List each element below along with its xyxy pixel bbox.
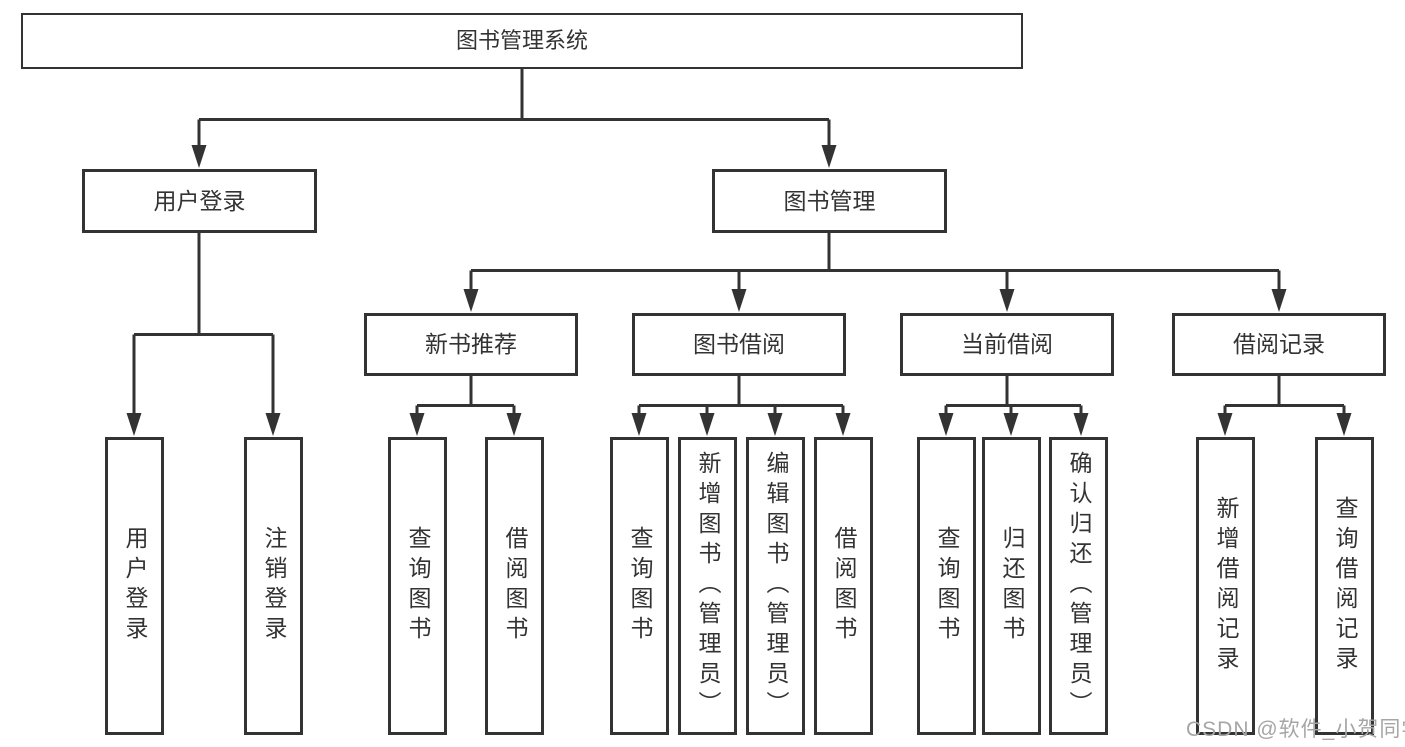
arrowhead [938, 413, 954, 436]
arrowhead [821, 145, 837, 168]
arrowhead [699, 413, 715, 436]
arrowhead [191, 145, 207, 168]
arrowhead [1336, 413, 1352, 436]
node-user-login: 用户登录 [82, 169, 317, 233]
leaf-borrow-books-borrowing: 借阅图书 [814, 437, 873, 735]
arrowhead [731, 289, 747, 312]
node-new-book-recommendation: 新书推荐 [364, 313, 578, 376]
node-book-management: 图书管理 [712, 169, 947, 233]
leaf-user-login: 用户登录 [105, 437, 164, 735]
leaf-query-borrow-record: 查询借阅记录 [1315, 437, 1374, 735]
leaf-logout: 注销登录 [244, 437, 303, 735]
leaf-query-books-current: 查询图书 [917, 437, 976, 735]
arrowhead [1073, 413, 1089, 436]
arrowhead [1003, 413, 1019, 436]
arrowhead [1271, 289, 1287, 312]
arrowhead [999, 289, 1015, 312]
leaf-add-borrow-record: 新增借阅记录 [1196, 437, 1255, 735]
leaf-add-books-admin: 新增图书（管理员） [678, 437, 737, 735]
csdn-watermark: CSDN @软件_小贺同学 [1186, 718, 1405, 741]
arrowhead [631, 413, 647, 436]
arrowhead [463, 289, 479, 312]
leaf-query-books-newrec: 查询图书 [388, 437, 447, 735]
leaf-return-books: 归还图书 [982, 437, 1041, 735]
arrowhead [265, 413, 281, 436]
leaf-edit-books-admin: 编辑图书（管理员） [746, 437, 805, 735]
leaf-borrow-books-newrec: 借阅图书 [485, 437, 544, 735]
node-current-borrowing: 当前借阅 [900, 313, 1114, 376]
leaf-confirm-return-admin: 确认归还（管理员） [1049, 437, 1108, 735]
node-book-borrowing: 图书借阅 [632, 313, 846, 376]
arrowhead [506, 413, 522, 436]
node-library-management-system: 图书管理系统 [21, 13, 1023, 69]
node-borrowing-records: 借阅记录 [1172, 313, 1386, 376]
arrowhead [126, 413, 142, 436]
arrowhead [767, 413, 783, 436]
leaf-query-books-borrowing: 查询图书 [610, 437, 669, 735]
arrowhead [409, 413, 425, 436]
arrowhead [1217, 413, 1233, 436]
arrowhead [835, 413, 851, 436]
